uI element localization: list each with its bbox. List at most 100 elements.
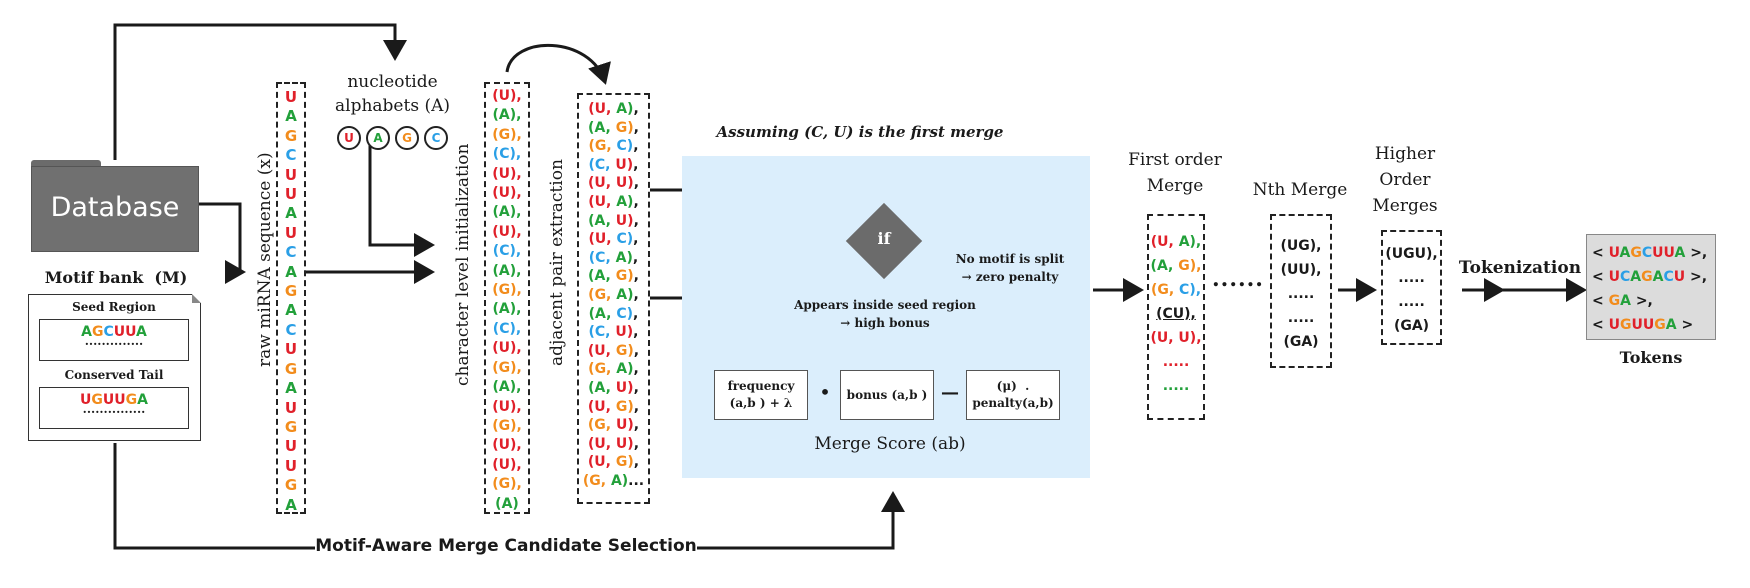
nucleotide: U <box>284 340 298 359</box>
nth-merge-item: (UG), <box>1272 234 1330 258</box>
first-order-pair: (A, G), <box>1149 254 1203 278</box>
conserved-tail-box: UGUUGA ............... <box>39 387 189 429</box>
bottom-caption: Motif-Aware Merge Candidate Selection <box>315 536 697 556</box>
nth-merge-text: ..... <box>1287 286 1315 302</box>
conserved-tail-motif: UGUUGA <box>40 392 188 408</box>
pair-second: U) <box>615 417 634 434</box>
higher-order-text: (UGU), <box>1385 246 1438 262</box>
char-token: (C), <box>486 320 528 339</box>
char-token-text: (G), <box>492 282 522 299</box>
nucleotide: G <box>284 126 298 145</box>
token-segment: < <box>1592 317 1609 333</box>
dots-green: ..... <box>1162 378 1190 394</box>
pair-second: U) <box>615 379 634 396</box>
penalty-line2: penalty(a,b) <box>972 396 1054 410</box>
pair-sep: , <box>633 231 639 248</box>
sequence-label: raw miRNA sequence (x) <box>255 152 275 367</box>
alphabet-circle-a: A <box>366 126 390 150</box>
nucleotide: U <box>284 456 298 475</box>
pair-first: (U, <box>587 454 616 471</box>
token-segment: C <box>1663 269 1674 285</box>
pair-sep: , <box>633 398 640 415</box>
pair-second: A) <box>616 101 634 117</box>
nucleotide: G <box>284 359 298 378</box>
sequence-letter: U <box>278 166 304 185</box>
pair-row: (C, U), <box>579 156 648 175</box>
frequency-box: frequency(a,b ) + λ <box>714 370 808 420</box>
nucleotide: A <box>285 204 297 223</box>
pair-row: (G, U), <box>579 416 648 435</box>
pair-first: (A, <box>588 305 617 322</box>
tail-motif-letter: U <box>80 392 92 408</box>
sequence-letter: U <box>278 88 304 107</box>
token-segment: G <box>1608 293 1621 309</box>
char-init-label: character level initialization <box>453 143 473 386</box>
char-token: (A), <box>486 378 528 397</box>
card-fold-corner <box>192 294 201 303</box>
sequence-letter: A <box>278 379 304 398</box>
char-token: (U), <box>486 165 528 184</box>
alphabet-circle-c: C <box>424 126 448 150</box>
pair-sep: , <box>633 101 639 117</box>
pair-uu: (U, U), <box>1150 330 1202 346</box>
higher-order-text: ..... <box>1398 270 1425 286</box>
seed-motif-letter: A <box>81 324 92 340</box>
pair-second: A) <box>616 193 634 210</box>
first-order-pair: (G, C), <box>1149 278 1203 302</box>
pair-first: (U, <box>587 342 616 359</box>
assumption-caption: Assuming (C, U) is the first merge <box>716 123 1004 141</box>
pair-second: A) <box>616 361 634 378</box>
pair-row: (C, U), <box>579 323 648 342</box>
merge-score-label: Merge Score (ab) <box>814 434 966 454</box>
pair-sep: , <box>633 268 639 285</box>
pair-row: (A, G), <box>579 267 648 286</box>
char-token: (A), <box>486 262 528 281</box>
char-token-text: (C), <box>492 146 522 163</box>
pair-sep: , <box>633 119 639 136</box>
pair-sep: , <box>633 193 639 210</box>
higher-order-text: (GA) <box>1393 318 1430 334</box>
char-token-text: (U), <box>492 223 522 240</box>
char-token-text: (G), <box>492 476 522 493</box>
pair-row: (A, C), <box>579 305 648 324</box>
nucleotide: U <box>284 88 298 106</box>
token-segment: G <box>1641 269 1653 285</box>
pair-first: (U, <box>588 231 617 248</box>
pair-first: (C, <box>588 324 616 341</box>
sequence-letter: U <box>278 185 304 204</box>
tail-motif-letter: U <box>114 392 126 408</box>
char-token-text: (A), <box>492 301 522 318</box>
pair-first: (G, <box>588 361 617 378</box>
nucleotide: U <box>284 185 298 204</box>
pair-first: (U, <box>1150 234 1179 250</box>
nth-merge-items: (UG),(UU),..........(GA) <box>1272 216 1330 354</box>
pair-row: (A, G), <box>579 119 648 138</box>
char-token-text: (A), <box>492 379 522 396</box>
pair-first: (U, <box>588 193 617 210</box>
token-row: < UGUUGA > <box>1592 313 1715 337</box>
first-order-cu: (CU), <box>1149 302 1203 326</box>
nucleotide: A <box>285 379 297 398</box>
higher-order-item: ..... <box>1383 290 1440 314</box>
nucleotide: G <box>284 476 298 495</box>
first-order-pair: (U, A), <box>1149 230 1203 254</box>
token-segment: < <box>1592 269 1609 285</box>
char-token-text: (G), <box>492 126 522 143</box>
pair-second: C) <box>616 305 634 322</box>
pair-row: (C, A), <box>579 249 648 268</box>
char-token-text: (A), <box>492 204 522 221</box>
tokens-title: Tokens <box>1619 348 1683 367</box>
sequence-letter: G <box>278 360 304 379</box>
token-segment: G <box>1630 245 1642 261</box>
pair-sep: , <box>633 361 639 378</box>
pair-row: (U, G), <box>579 398 648 417</box>
seed-region-title: Seed Region <box>72 300 156 314</box>
bonus-box: bonus (a,b ) <box>840 370 934 420</box>
pair-sep: , <box>633 305 639 322</box>
nucleotide: A <box>285 495 297 514</box>
pair-second: G) <box>615 342 634 359</box>
first-order-dots-red: ..... <box>1149 350 1203 374</box>
frequency-line2: (a,b ) + λ <box>729 396 793 410</box>
pair-sep: , <box>633 286 639 303</box>
